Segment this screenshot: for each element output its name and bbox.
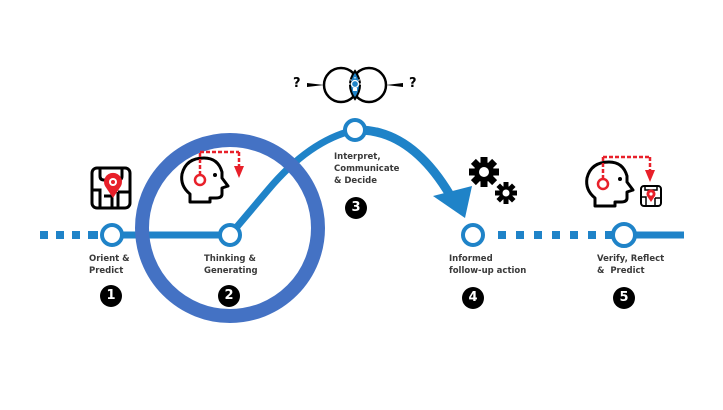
- step-5-label: Verify, Reflect & Predict: [597, 254, 665, 276]
- highlight-ring-step-2: [135, 133, 325, 323]
- step-4-label: Informed follow-up action: [449, 254, 527, 276]
- track-dashed-4-5: [498, 231, 615, 239]
- question-mark-left: ?: [293, 76, 301, 91]
- step-3-badge: 3: [345, 197, 367, 219]
- node-step-1[interactable]: [100, 223, 124, 247]
- step-3-label: Interpret, Communicate & Decide: [334, 152, 400, 186]
- step-5-badge: 5: [613, 287, 635, 309]
- step-2-label: Thinking & Generating: [204, 254, 258, 276]
- step-1-badge: 1: [100, 285, 122, 307]
- head-reflect-map-icon: [585, 155, 662, 208]
- question-mark-right: ?: [409, 76, 417, 91]
- head-thinking-icon: [180, 150, 244, 204]
- track-curve-3-4: [354, 125, 454, 198]
- step-4-badge: 4: [462, 287, 484, 309]
- step-1-label: Orient & Predict: [89, 254, 130, 276]
- arrow-head-to-4: [433, 186, 472, 218]
- node-step-3[interactable]: [343, 118, 367, 142]
- shared-insight-icon: [307, 66, 403, 104]
- map-pin-icon: [90, 166, 132, 210]
- gears-icon: [469, 157, 517, 204]
- step-2-badge: 2: [218, 285, 240, 307]
- node-step-2[interactable]: [218, 223, 242, 247]
- node-step-5[interactable]: [611, 222, 637, 248]
- track-dashed-left: [40, 231, 98, 239]
- node-step-4[interactable]: [461, 223, 485, 247]
